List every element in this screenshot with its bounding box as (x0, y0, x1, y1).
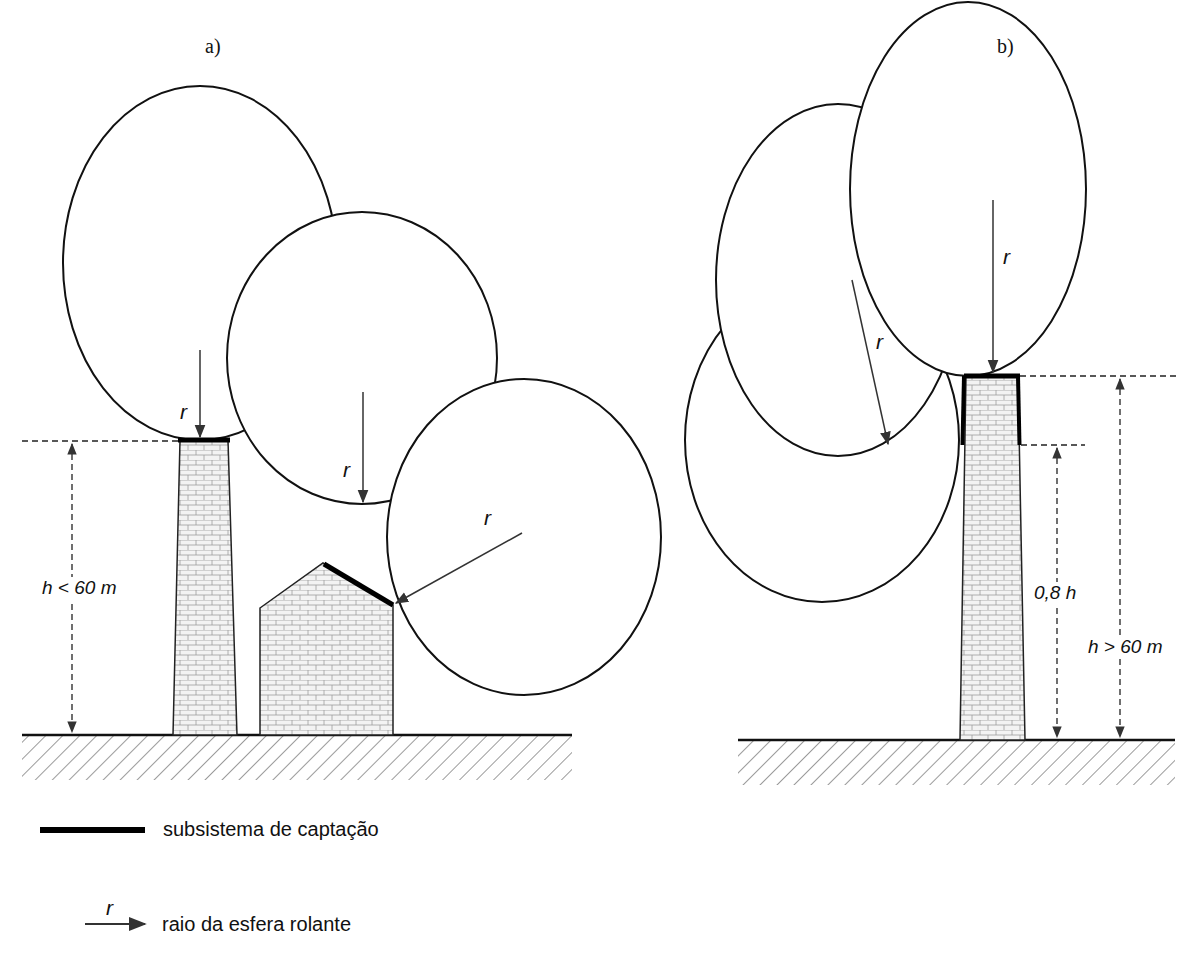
legend-sample-arrow (85, 923, 145, 925)
radius-symbol: r (180, 400, 187, 423)
radius-symbol: r (343, 458, 350, 481)
rolling-sphere (387, 379, 661, 695)
radius-symbol: r (106, 896, 113, 919)
air-termination (964, 374, 1020, 379)
air-termination (178, 438, 230, 443)
radius-symbol: r (876, 330, 883, 353)
dimension-extension (1021, 444, 1085, 446)
radius-arrow (396, 533, 522, 603)
chimney (960, 376, 1025, 740)
dimension-line (1119, 379, 1120, 737)
air-termination (324, 564, 393, 605)
building (260, 563, 393, 735)
dimension-text: h < 60 m (40, 577, 118, 600)
panel-letter: b) (997, 35, 1014, 57)
legend-text: raio da esfera rolante (162, 913, 351, 935)
radius-symbol: r (484, 506, 491, 529)
radius-arrow (852, 280, 888, 444)
radius-arrow (199, 350, 201, 437)
dimension-text: h > 60 m (1086, 636, 1164, 659)
ground-line (738, 739, 1175, 742)
radius-arrow (992, 200, 994, 372)
radius-symbol: r (1003, 245, 1010, 268)
dimension-extension (1020, 375, 1176, 377)
air-termination (963, 376, 965, 445)
legend-sample-line (40, 827, 145, 833)
rolling-sphere (850, 2, 1086, 376)
radius-arrow (362, 392, 364, 502)
dimension-text: 0,8 h (1032, 582, 1078, 605)
dimension-extension (22, 440, 178, 442)
legend-text: subsistema de captação (163, 818, 379, 840)
panel-letter: a) (205, 35, 221, 57)
air-termination (1018, 376, 1020, 445)
ground-hatch (738, 741, 1175, 785)
ground-hatch (22, 736, 572, 780)
chimney (173, 440, 237, 735)
